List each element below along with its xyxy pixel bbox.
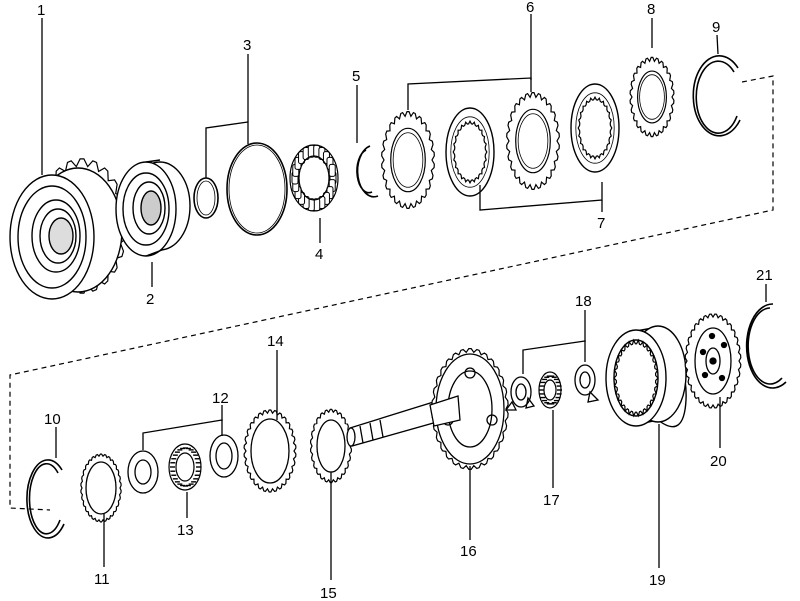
- label-8: 8: [647, 1, 655, 18]
- part-6-plate-a: [381, 111, 435, 209]
- leader-lines: [41, 14, 767, 580]
- part-20-hub: [684, 313, 742, 409]
- part-11-plate: [80, 453, 122, 523]
- label-2: 2: [146, 291, 154, 308]
- label-3: 3: [243, 37, 251, 54]
- label-4: 4: [315, 246, 323, 263]
- part-10-snap-ring: [26, 459, 65, 539]
- label-17: 17: [543, 492, 560, 509]
- part-14-gear: [243, 409, 297, 493]
- part-7-plate-b: [570, 83, 620, 173]
- label-15: 15: [320, 585, 337, 601]
- label-20: 20: [710, 453, 727, 470]
- part-8-plate: [629, 56, 675, 138]
- part-3-seals: [193, 142, 288, 236]
- part-2-housing: [115, 159, 191, 257]
- part-labels: 1 2 3 4 5 6 7 8 9 10 11 12 13 14 15 16 1…: [37, 0, 773, 601]
- part-9-retaining-ring: [692, 54, 741, 137]
- label-14: 14: [267, 333, 284, 350]
- label-21: 21: [756, 267, 773, 284]
- part-1-drum: [9, 158, 128, 300]
- part-5-snap-ring: [356, 145, 379, 198]
- part-16-shaft-carrier: [346, 348, 509, 470]
- gear-teeth: [80, 453, 122, 523]
- label-9: 9: [712, 19, 720, 36]
- part-4-spring-cage: [289, 144, 339, 212]
- part-19-ring-gear: [605, 325, 687, 428]
- label-18: 18: [575, 293, 592, 310]
- part-6-plate-b: [506, 92, 560, 190]
- gear-teeth: [243, 409, 297, 493]
- label-11: 11: [94, 571, 110, 588]
- gear-teeth: [613, 338, 659, 418]
- label-6: 6: [526, 0, 534, 16]
- label-16: 16: [460, 543, 477, 560]
- label-5: 5: [352, 68, 360, 85]
- spring: [328, 163, 336, 177]
- label-7: 7: [597, 215, 605, 232]
- part-13-bearing: [168, 443, 202, 491]
- part-17-bearing: [538, 371, 562, 409]
- clutch-plates: [381, 56, 675, 209]
- label-12: 12: [212, 390, 229, 407]
- label-19: 19: [649, 572, 666, 589]
- part-18-washers: [504, 364, 600, 411]
- part-21-snap-ring: [745, 303, 787, 389]
- part-15-plate: [309, 408, 353, 484]
- gear-teeth: [577, 95, 613, 161]
- gear-teeth: [452, 119, 488, 185]
- label-10: 10: [44, 411, 61, 428]
- part-12-washers: [127, 434, 239, 494]
- part-7-plate-a: [445, 107, 495, 197]
- label-1: 1: [37, 2, 45, 19]
- label-13: 13: [177, 522, 194, 539]
